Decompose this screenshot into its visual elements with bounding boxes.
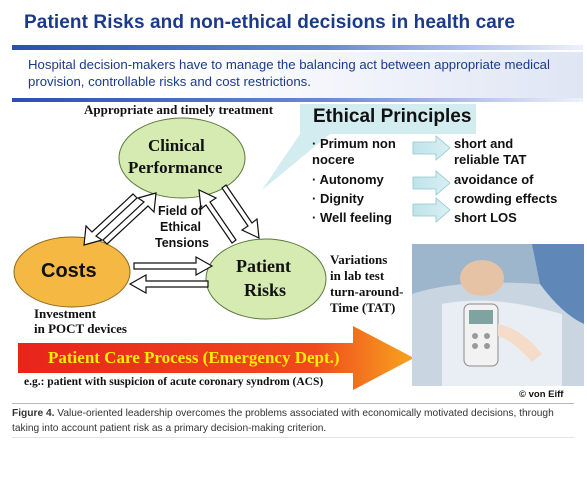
ethical-principles-box	[300, 104, 476, 134]
investment-label-2: in POCT devices	[34, 321, 127, 336]
caption-divider	[12, 437, 574, 438]
variations-label-2: in lab test	[330, 268, 385, 283]
clinical-patient-arrows	[198, 184, 260, 244]
ethical-item-1-line2: nocere	[312, 152, 355, 167]
figure-caption-text: Value-oriented leadership overcomes the …	[12, 408, 554, 434]
costs-label: Costs	[41, 260, 97, 282]
lead-banner: Hospital decision-makers have to manage …	[12, 52, 583, 98]
lead-text: Hospital decision-makers have to manage …	[28, 57, 550, 89]
figure-caption-label: Figure 4.	[12, 408, 55, 419]
ethical-result-2: avoidance of	[454, 172, 534, 187]
ethical-item-3: · Dignity	[312, 191, 364, 206]
photo-illustration	[412, 244, 584, 386]
lead-divider	[12, 98, 583, 102]
callout-pointer	[262, 134, 330, 190]
patient-poct-photo	[412, 244, 584, 386]
investment-label-1: Investment	[34, 306, 97, 321]
variations-label-3: turn-around-	[330, 284, 404, 299]
ethical-result-4: short LOS	[454, 210, 517, 225]
diagram-canvas	[13, 117, 451, 390]
ethical-principles-title: Ethical Principles	[313, 106, 472, 127]
patient-care-process-arrow	[18, 326, 414, 390]
ethical-result-3: crowding effects	[454, 191, 558, 206]
slide-title: Patient Risks and non-ethical decisions …	[24, 12, 516, 33]
ethical-item-2: · Autonomy	[312, 172, 384, 187]
ethical-result-1-line2: reliable TAT	[454, 152, 527, 167]
ethical-item-4: · Well feeling	[312, 210, 392, 225]
variations-label-4: Time (TAT)	[330, 300, 396, 315]
ethical-arrows	[412, 135, 451, 223]
costs-patient-arrows	[128, 255, 214, 295]
figure-divider	[12, 403, 574, 404]
costs-ellipse	[13, 236, 131, 308]
patient-risks-ellipse	[205, 238, 327, 320]
copyright-label: © von Eiff	[519, 389, 564, 400]
clinical-performance-ellipse	[118, 117, 246, 199]
field-label-2: Ethical	[160, 220, 201, 234]
variations-label-1: Variations	[330, 252, 388, 267]
process-arrow-label: Patient Care Process (Emergency Dept.)	[48, 348, 340, 367]
figure-caption: Figure 4. Value-oriented leadership over…	[12, 406, 577, 436]
field-label-1: Field of	[158, 204, 203, 218]
ethical-item-1-line1: · Primum non	[312, 136, 396, 151]
patient-label-2: Risks	[244, 280, 287, 300]
clinical-costs-arrows	[83, 192, 157, 246]
patient-label-1: Patient	[236, 256, 291, 276]
top-label: Appropriate and timely treatment	[84, 102, 274, 117]
clinical-label-2: Performance	[128, 158, 223, 177]
title-divider	[12, 45, 583, 50]
ethical-result-1-line1: short and	[454, 136, 514, 151]
field-label-3: Tensions	[155, 236, 209, 250]
example-label: e.g.: patient with suspicion of acute co…	[24, 376, 324, 388]
clinical-label-1: Clinical	[148, 136, 205, 155]
